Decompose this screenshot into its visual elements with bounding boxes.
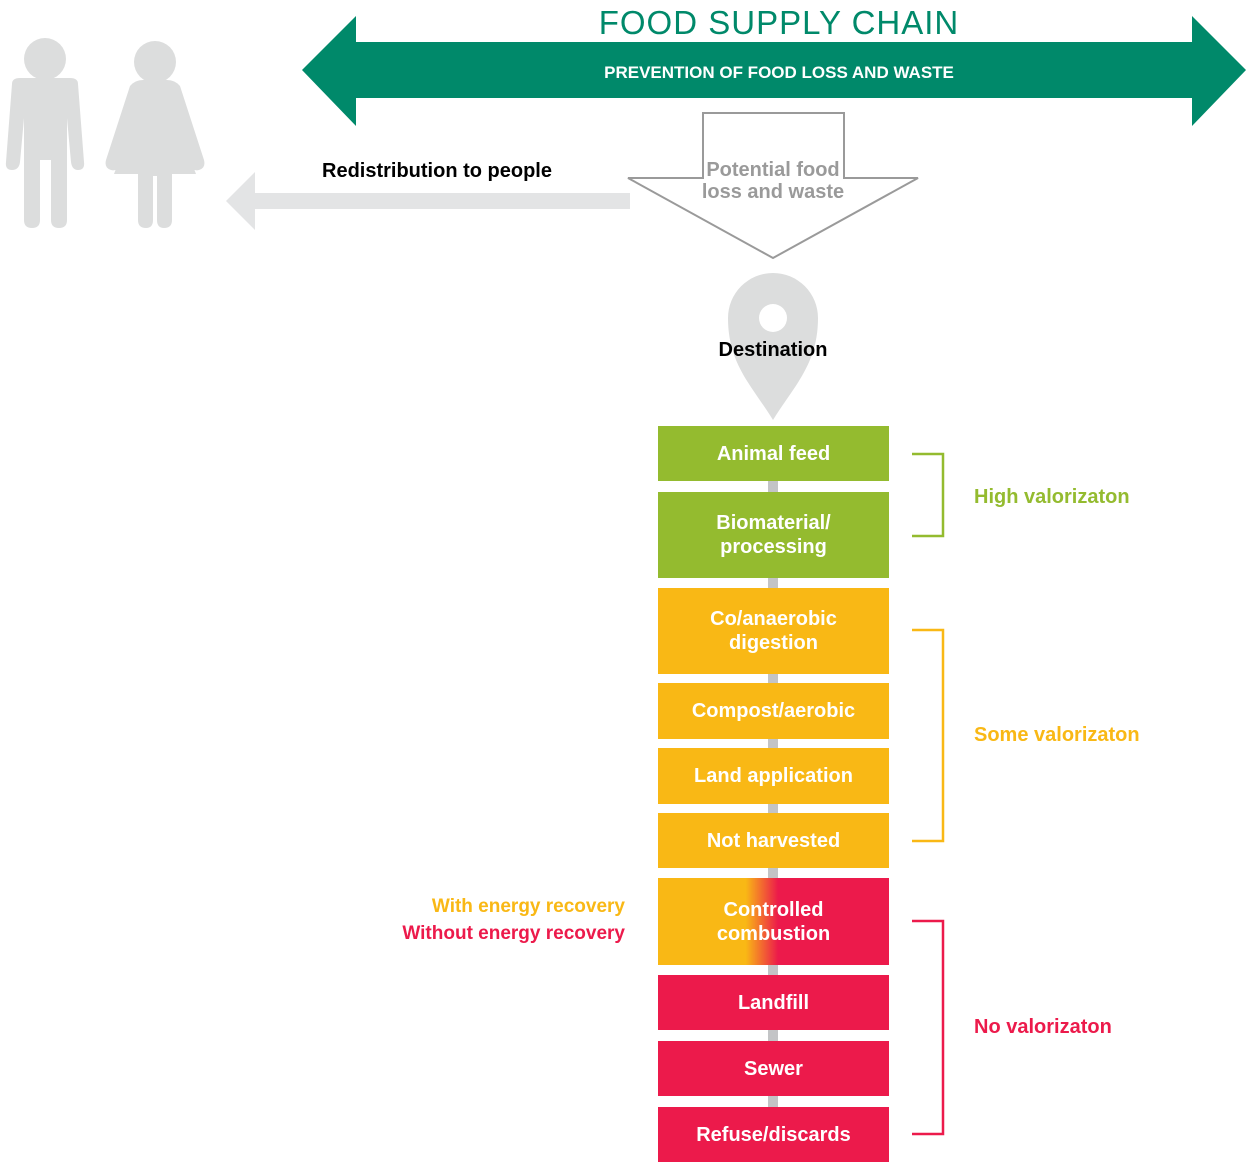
box-label: Co/anaerobic [710,608,837,630]
destination-biomaterial: Biomaterial/processing [658,492,889,578]
destination-not-harvested: Not harvested [658,813,889,868]
group-label-high: High valorizaton [974,486,1130,508]
group-label-some: Some valorizaton [974,724,1140,746]
bracket-none [912,919,945,1136]
potential-loss-line1: Potential food [706,159,840,181]
energy-with-label: With energy recovery [431,896,625,917]
destination-landfill: Landfill [658,975,889,1030]
box-label: Animal feed [716,442,831,465]
box-label: Compost/aerobic [691,700,856,722]
group-label-none: No valorizaton [974,1016,1112,1038]
woman-icon [105,41,205,228]
box-label: Controlled [723,898,824,921]
destination-animal-feed: Animal feed [658,426,889,481]
pin-hole [759,304,787,332]
supply-chain-double-arrow [302,16,1246,126]
bracket-some [912,628,945,843]
destination-label: Destination [718,339,828,361]
box-label: Not harvested [706,829,841,852]
box-label: processing [720,536,827,558]
potential-loss-line2: loss and waste [701,181,845,203]
man-icon [5,38,85,228]
page-title: FOOD SUPPLY CHAIN [598,4,960,41]
destination-land-application: Land application [658,748,889,804]
destination-compost: Compost/aerobic [658,683,889,739]
energy-without-label: Without energy recovery [402,923,625,944]
location-pin-icon [728,273,818,420]
potential-loss-arrow [627,112,919,260]
box-label: Sewer [744,1057,803,1080]
box-label: Landfill [737,991,810,1014]
page-subtitle: PREVENTION OF FOOD LOSS AND WASTE [604,63,954,82]
box-label: Biomaterial/ [716,512,831,534]
destination-sewer: Sewer [658,1041,889,1096]
box-label: Land application [694,765,853,787]
box-label: combustion [716,922,831,945]
potential-loss-label: Potential food loss and waste [688,159,858,203]
bracket-high [912,452,945,538]
redistribution-label: Redistribution to people [322,160,552,182]
box-label: Refuse/discards [696,1123,851,1146]
redistribution-arrow [226,172,630,230]
box-label: digestion [729,632,818,654]
destination-refuse: Refuse/discards [658,1107,889,1162]
